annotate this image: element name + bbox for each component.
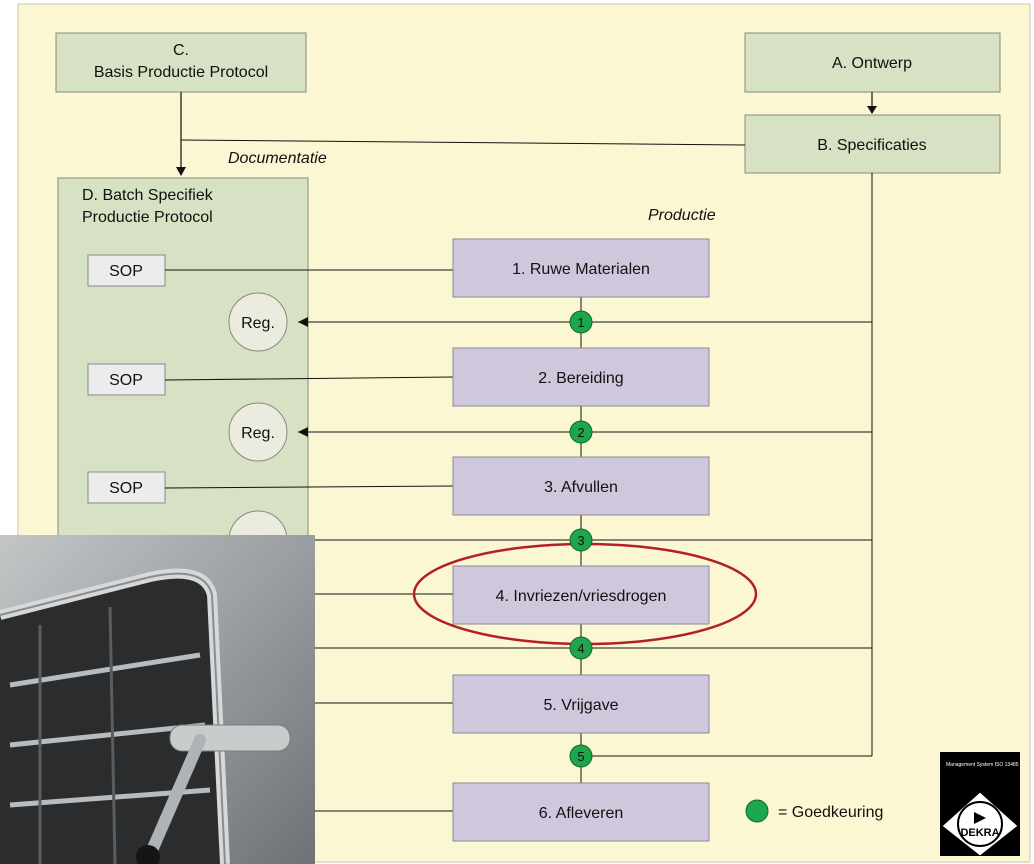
sop-label-3: SOP bbox=[109, 480, 143, 497]
dekra-arrow-icon bbox=[974, 812, 986, 824]
sop-label-1: SOP bbox=[109, 263, 143, 280]
box-a-label: A. Ontwerp bbox=[832, 55, 912, 72]
sop-label-2: SOP bbox=[109, 372, 143, 389]
shelf-2 bbox=[9, 722, 206, 748]
box-c-basis-protocol bbox=[55, 32, 307, 93]
checkpoint-label-3: 3 bbox=[577, 533, 584, 548]
checkpoint-label-1: 1 bbox=[577, 315, 584, 330]
step-box-1 bbox=[452, 238, 710, 298]
step-label-2: 2. Bereiding bbox=[538, 370, 623, 387]
checkpoint-label-4: 4 bbox=[577, 641, 584, 656]
reg-circle-1 bbox=[228, 292, 288, 352]
box-d-title-line2: Productie Protocol bbox=[82, 209, 213, 226]
arrowhead-a-to-b bbox=[867, 106, 877, 114]
checkpoint-circle-4 bbox=[569, 636, 593, 660]
freeze-dryer-illustration bbox=[0, 535, 315, 864]
reg-label-1: Reg. bbox=[241, 315, 275, 332]
door-gasket bbox=[0, 572, 226, 864]
checkpoint-5: 5 bbox=[569, 744, 593, 768]
reg-circle-2 bbox=[228, 402, 288, 462]
dekra-logo: Management System ISO 13485 DEKRA bbox=[940, 752, 1020, 857]
checkpoint-4: 4 bbox=[569, 636, 593, 660]
arrowhead-reg-2 bbox=[298, 427, 308, 437]
shelf-1 bbox=[9, 652, 201, 688]
door-handle-lever bbox=[144, 734, 206, 861]
box-b-specificaties bbox=[744, 114, 1001, 174]
legend-label: = Goedkeuring bbox=[778, 804, 883, 821]
door-handle-hub bbox=[169, 724, 291, 752]
box-c-line1: C. bbox=[173, 42, 189, 59]
rack-bar-2 bbox=[108, 606, 117, 864]
step-box-4 bbox=[452, 565, 710, 625]
dekra-seal bbox=[957, 801, 1003, 847]
checkpoint-1: 1 bbox=[569, 310, 593, 334]
reg-label-2: Reg. bbox=[241, 425, 275, 442]
box-d-title-line1: D. Batch Specifiek bbox=[82, 187, 214, 204]
step-box-2 bbox=[452, 347, 710, 407]
checkpoint-3: 3 bbox=[569, 528, 593, 552]
freeze-dryer-photo bbox=[0, 535, 315, 864]
line-b-to-documentatie bbox=[180, 139, 746, 146]
door-handle-knob bbox=[136, 845, 160, 864]
checkpoint-label-5: 5 bbox=[577, 749, 584, 764]
step-label-5: 5. Vrijgave bbox=[544, 697, 619, 714]
sop-box-2 bbox=[87, 363, 166, 396]
step-label-1: 1. Ruwe Materialen bbox=[512, 261, 650, 278]
label-productie: Productie bbox=[648, 207, 716, 224]
step-label-6: 6. Afleveren bbox=[539, 805, 624, 822]
step-label-4: 4. Invriezen/vriesdrogen bbox=[496, 588, 667, 605]
step-label-3: 3. Afvullen bbox=[544, 479, 618, 496]
dekra-logo-graphic: Management System ISO 13485 DEKRA bbox=[940, 752, 1020, 857]
dekra-small-text: Management System ISO 13485 bbox=[946, 762, 1019, 768]
sop-box-3 bbox=[87, 471, 166, 504]
step-box-5 bbox=[452, 674, 710, 734]
arrowhead-c-to-d bbox=[176, 167, 186, 176]
step-box-3 bbox=[452, 456, 710, 516]
box-a-ontwerp bbox=[744, 32, 1001, 93]
label-documentatie: Documentatie bbox=[228, 150, 327, 167]
dekra-name: DEKRA bbox=[960, 827, 999, 839]
step-box-6 bbox=[452, 782, 710, 842]
legend-circle bbox=[745, 799, 769, 823]
checkpoint-circle-3 bbox=[569, 528, 593, 552]
checkpoint-label-2: 2 bbox=[577, 425, 584, 440]
checkpoint-2: 2 bbox=[569, 420, 593, 444]
box-c-line2: Basis Productie Protocol bbox=[94, 64, 268, 81]
arrowhead-reg-1 bbox=[298, 317, 308, 327]
sop-line-2 bbox=[164, 376, 454, 381]
sop-line-3 bbox=[164, 485, 454, 489]
checkpoint-circle-5 bbox=[569, 744, 593, 768]
checkpoint-circle-1 bbox=[569, 310, 593, 334]
checkpoint-circle-2 bbox=[569, 420, 593, 444]
box-b-label: B. Specificaties bbox=[817, 137, 926, 154]
